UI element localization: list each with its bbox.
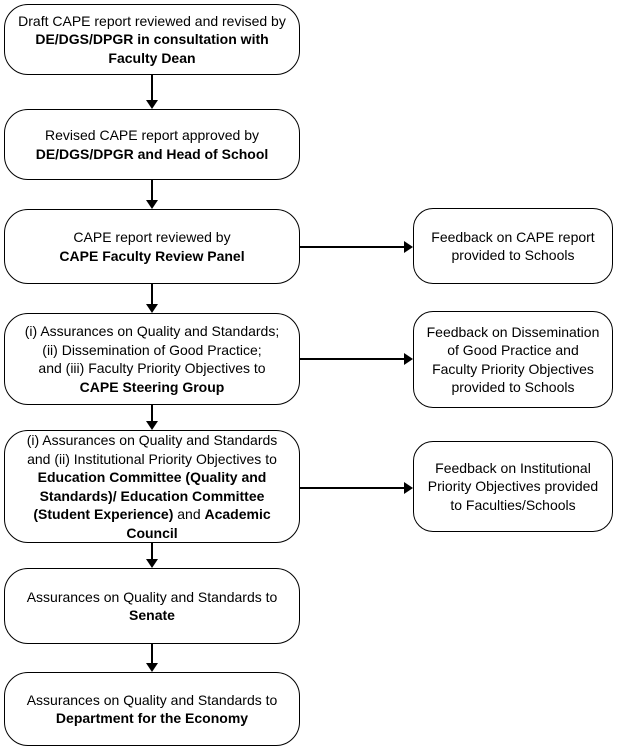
text-line: provided to Schools — [419, 246, 607, 265]
text-segment: Feedback on CAPE report — [431, 228, 595, 245]
down-arrowhead-icon — [146, 559, 158, 568]
text-line: DE/DGS/DPGR and Head of School — [10, 145, 294, 164]
text-segment: Feedback on Institutional — [435, 459, 591, 476]
side-node-feedback-institutional: Feedback on Institutional Priority Objec… — [413, 441, 613, 532]
arrow-down-line-1 — [151, 75, 153, 101]
text-segment: (Student Experience) — [33, 506, 174, 522]
text-segment: and (ii) Institutional Priority Objectiv… — [27, 450, 277, 467]
text-segment: Revised CAPE report approved by — [45, 127, 259, 143]
text-line: DE/DGS/DPGR in consultation with — [10, 30, 294, 49]
text-line: CAPE report reviewed by — [10, 228, 294, 247]
down-arrowhead-icon — [146, 663, 158, 672]
arrow-right-line-2 — [300, 358, 405, 360]
text-segment: CAPE Faculty Review Panel — [59, 247, 245, 264]
arrow-down-line-4 — [151, 405, 153, 422]
down-arrowhead-icon — [146, 421, 158, 430]
text-segment: (i) Assurances on Quality and Standards; — [24, 323, 280, 339]
text-segment: Priority Objectives provided — [427, 478, 599, 495]
text-line: Faculty Priority Objectives — [419, 360, 607, 379]
text-line: Education Committee (Quality and — [10, 468, 294, 487]
text-line: (ii) Dissemination of Good Practice; — [10, 341, 294, 360]
arrow-right-line-3 — [300, 487, 405, 489]
down-arrowhead-icon — [146, 100, 158, 109]
text-line: Department for the Economy — [10, 709, 294, 728]
right-arrowhead-icon — [404, 241, 413, 253]
text-line: Revised CAPE report approved by — [10, 126, 294, 145]
text-segment: Assurances on Quality and Standards to — [26, 691, 278, 708]
text-segment: DE/DGS/DPGR in consultation with — [35, 31, 269, 48]
text-segment: Department for the Economy — [55, 710, 249, 726]
side-node-feedback-cape-report: Feedback on CAPE report provided to Scho… — [413, 208, 613, 284]
text-line: Senate — [10, 606, 294, 625]
down-arrowhead-icon — [146, 304, 158, 313]
text-segment: (ii) Dissemination of Good Practice; — [42, 341, 262, 358]
flow-node-steering-group: (i) Assurances on Quality and Standards;… — [4, 313, 300, 405]
side-node-feedback-good-practice: Feedback on Dissemination of Good Practi… — [413, 311, 613, 408]
text-line: Feedback on Institutional — [419, 459, 607, 478]
arrow-down-line-5 — [151, 543, 153, 560]
arrow-down-line-3 — [151, 284, 153, 305]
arrow-down-line-6 — [151, 644, 153, 664]
text-segment: and (iii) Faculty Priority Objectives to — [38, 360, 266, 376]
text-line: (i) Assurances on Quality and Standards; — [10, 322, 294, 341]
text-line: Draft CAPE report reviewed and revised b… — [10, 12, 294, 31]
text-segment: (i) Assurances on Quality and Standards — [26, 432, 278, 448]
text-line: Priority Objectives provided — [419, 477, 607, 496]
arrow-down-line-2 — [151, 180, 153, 201]
right-arrowhead-icon — [404, 353, 413, 365]
flow-node-senate: Assurances on Quality and Standards to S… — [4, 568, 300, 644]
text-line: and (ii) Institutional Priority Objectiv… — [10, 450, 294, 469]
text-segment: and — [173, 506, 205, 522]
text-segment: Faculty Priority Objectives — [432, 360, 594, 377]
text-segment: CAPE Steering Group — [79, 378, 225, 395]
text-line: Feedback on Dissemination — [419, 323, 607, 342]
arrow-right-line-1 — [300, 246, 405, 248]
text-line: of Good Practice and — [419, 341, 607, 360]
text-line: CAPE Steering Group — [10, 378, 294, 397]
text-line: Faculty Dean — [10, 49, 294, 68]
text-line: Council — [10, 524, 294, 543]
text-segment: Standards)/ Education Committee — [39, 487, 265, 504]
text-line: (i) Assurances on Quality and Standards — [10, 431, 294, 450]
text-line: Standards)/ Education Committee — [10, 487, 294, 506]
flow-node-review-panel: CAPE report reviewed by CAPE Faculty Rev… — [4, 209, 300, 284]
text-segment: Draft CAPE report reviewed and revised b… — [18, 12, 286, 29]
text-segment: Assurances on Quality and Standards to — [26, 588, 278, 605]
flow-node-committees: (i) Assurances on Quality and Standards … — [4, 430, 300, 543]
text-segment: Council — [126, 524, 178, 541]
flow-node-revised-report: Revised CAPE report approved by DE/DGS/D… — [4, 109, 300, 180]
text-segment: Senate — [129, 607, 175, 623]
text-line: provided to Schools — [419, 378, 607, 397]
text-line: Feedback on CAPE report — [419, 228, 607, 247]
text-segment: to Faculties/Schools — [450, 496, 576, 513]
right-arrowhead-icon — [404, 482, 413, 494]
text-segment: provided to Schools — [451, 379, 575, 395]
text-line: and (iii) Faculty Priority Objectives to — [10, 359, 294, 378]
flow-node-economy: Assurances on Quality and Standards to D… — [4, 672, 300, 746]
text-segment: Feedback on Dissemination — [426, 323, 600, 340]
text-line: CAPE Faculty Review Panel — [10, 247, 294, 266]
text-segment: DE/DGS/DPGR and Head of School — [35, 145, 269, 162]
text-segment: Faculty Dean — [108, 49, 196, 66]
text-line: Assurances on Quality and Standards to — [10, 691, 294, 710]
text-segment: provided to Schools — [451, 247, 575, 263]
text-segment: of Good Practice and — [447, 342, 579, 358]
text-segment: Academic — [204, 506, 271, 522]
text-segment: Education Committee (Quality and — [37, 469, 267, 485]
text-segment: CAPE report reviewed by — [73, 229, 231, 245]
text-line: (Student Experience) and Academic — [10, 505, 294, 524]
flow-node-draft-report: Draft CAPE report reviewed and revised b… — [4, 4, 300, 75]
text-line: Assurances on Quality and Standards to — [10, 588, 294, 607]
text-line: to Faculties/Schools — [419, 496, 607, 515]
down-arrowhead-icon — [146, 200, 158, 209]
